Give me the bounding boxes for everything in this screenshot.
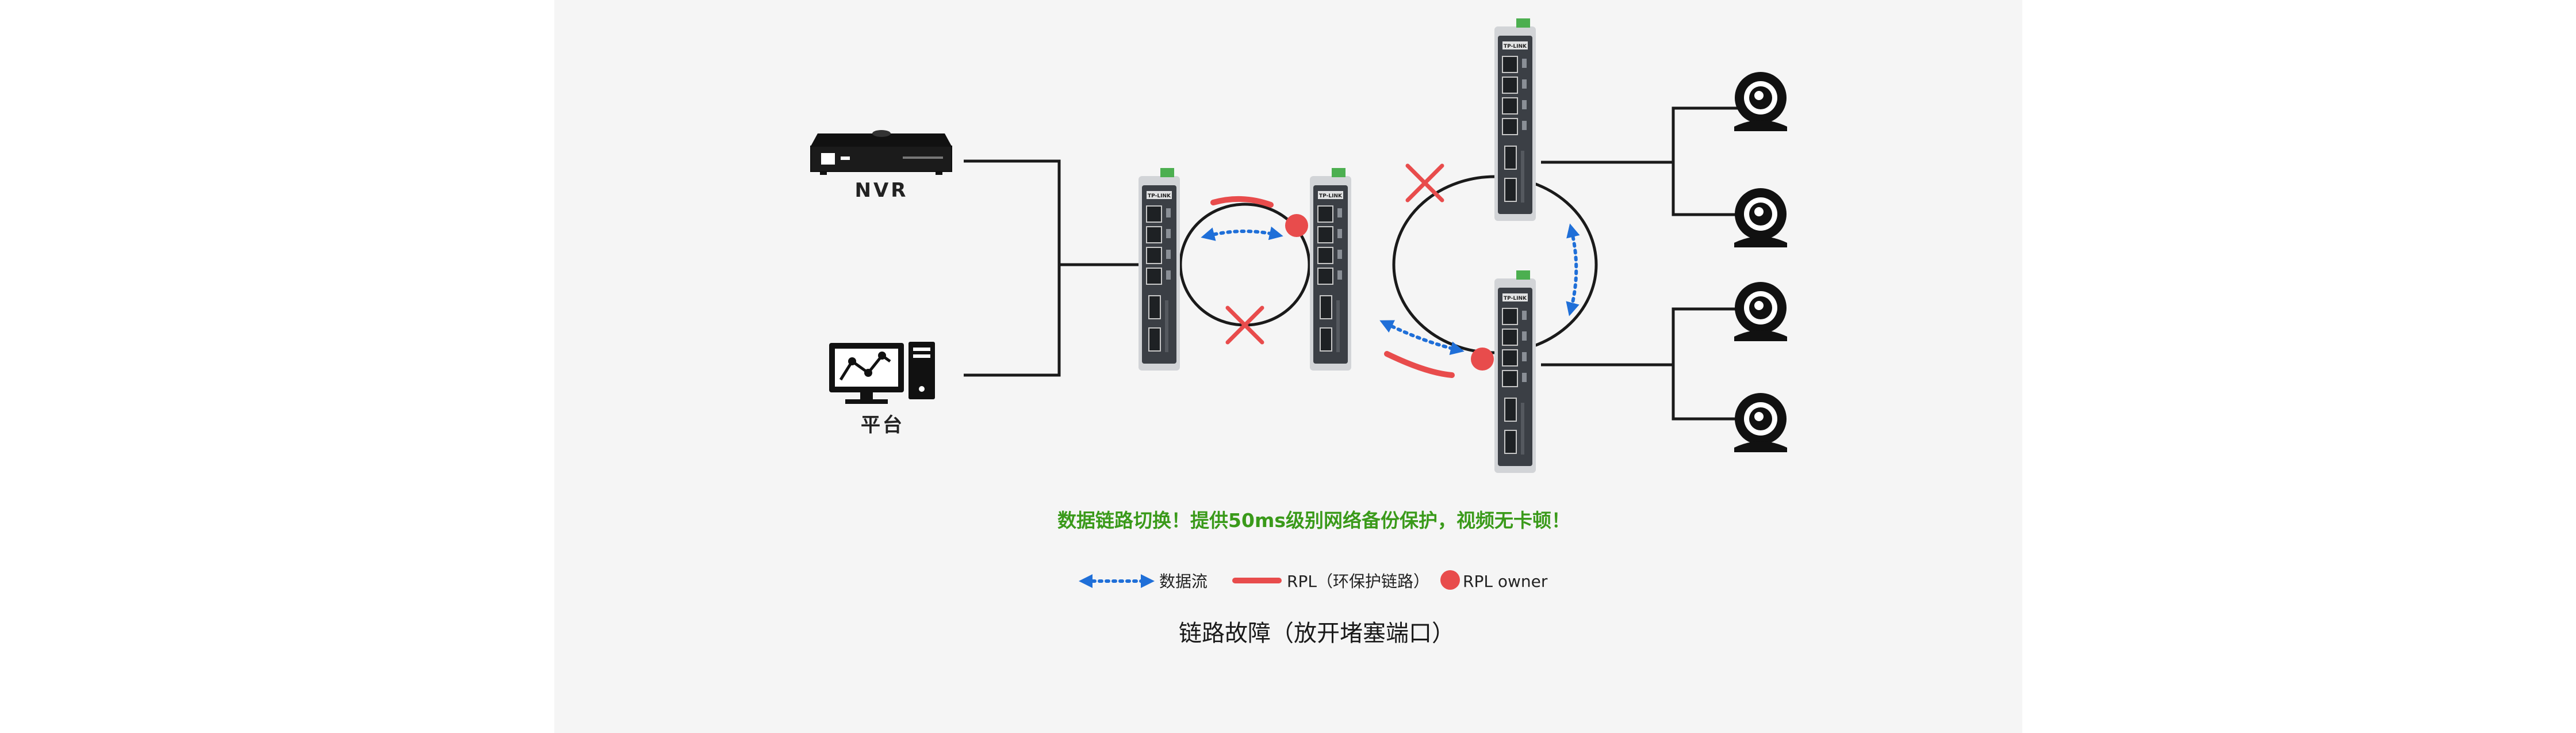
data-flow-arrow-icon: [1201, 226, 1283, 241]
caption-text: 数据链路切换！提供50ms级别网络备份保护，视频无卡顿！: [1057, 509, 1570, 532]
legend: 数据流 RPL（环保护链路） RPL owner: [1079, 570, 1548, 591]
data-flow-arrow-icon: [1379, 320, 1465, 355]
legend-rpl-owner-icon: [1440, 570, 1460, 590]
workstation-icon: [829, 342, 935, 404]
nvr-label: NVR: [855, 179, 908, 202]
rpl-segment: [1384, 351, 1455, 378]
switch-brand-label: TP-LINK: [1504, 44, 1527, 49]
legend-rpl-label: RPL（环保护链路）: [1287, 572, 1429, 591]
legend-rpl-owner-label: RPL owner: [1463, 572, 1548, 591]
platform-label: 平台: [861, 414, 904, 437]
rpl-segment: [1210, 196, 1274, 208]
switch-1: TP-LINK: [1138, 167, 1180, 371]
switch-2: TP-LINK: [1309, 167, 1352, 371]
diagram-title: 链路故障（放开堵塞端口）: [1179, 620, 1455, 647]
legend-data-flow-label: 数据流: [1159, 572, 1208, 591]
nvr-recorder-icon: [810, 130, 952, 175]
switch-4: TP-LINK: [1494, 270, 1536, 474]
switch-brand-label: TP-LINK: [1319, 193, 1343, 199]
rpl-owner-dot-icon: [1471, 348, 1494, 371]
rpl-owner-dot-icon: [1285, 214, 1308, 237]
switch-brand-label: TP-LINK: [1504, 296, 1527, 301]
data-flow-arrow-icon: [1566, 223, 1580, 316]
switch-3: TP-LINK: [1494, 18, 1536, 222]
switch-brand-label: TP-LINK: [1148, 193, 1171, 199]
